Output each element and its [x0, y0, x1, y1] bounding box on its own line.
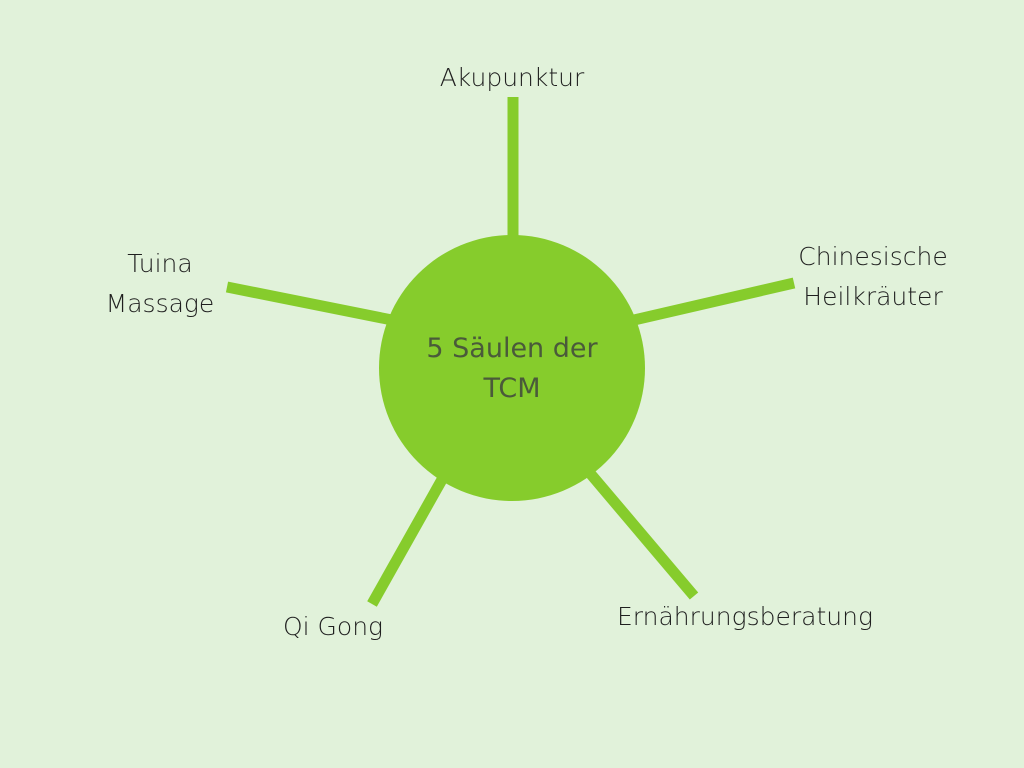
pillar-label-line: Akupunktur	[439, 63, 585, 92]
pillar-label-line: Massage	[105, 289, 215, 318]
center-title: 5 Säulen der TCM	[392, 329, 632, 409]
pillar-label-chinesische-heilkraeuter: Chinesische Heilkräuter	[768, 237, 978, 317]
spoke-ernaehrungsberatung	[584, 468, 699, 600]
pillar-label-akupunktur: Akupunktur	[412, 58, 612, 98]
pillar-label-line: Tuina	[127, 249, 193, 278]
spoke-qi-gong	[367, 473, 449, 607]
spoke-chinesische-heilkraeuter	[632, 277, 796, 326]
pillar-label-line: Ernährungsberatung	[617, 602, 873, 631]
pillar-label-qi-gong: Qi Gong	[233, 607, 433, 647]
pillar-label-ernaehrungsberatung: Ernährungsberatung	[590, 597, 900, 637]
pillar-label-line: Chinesische	[798, 242, 948, 271]
center-title-line-2: TCM	[483, 373, 541, 404]
center-circle	[379, 235, 645, 501]
pillar-label-line: Qi Gong	[282, 612, 384, 641]
center-title-line-1: 5 Säulen der	[426, 333, 598, 364]
spoke-tuina-massage	[225, 281, 394, 326]
pillar-label-tuina-massage: Tuina Massage	[60, 244, 260, 324]
pillar-label-line: Heilkräuter	[803, 282, 943, 311]
